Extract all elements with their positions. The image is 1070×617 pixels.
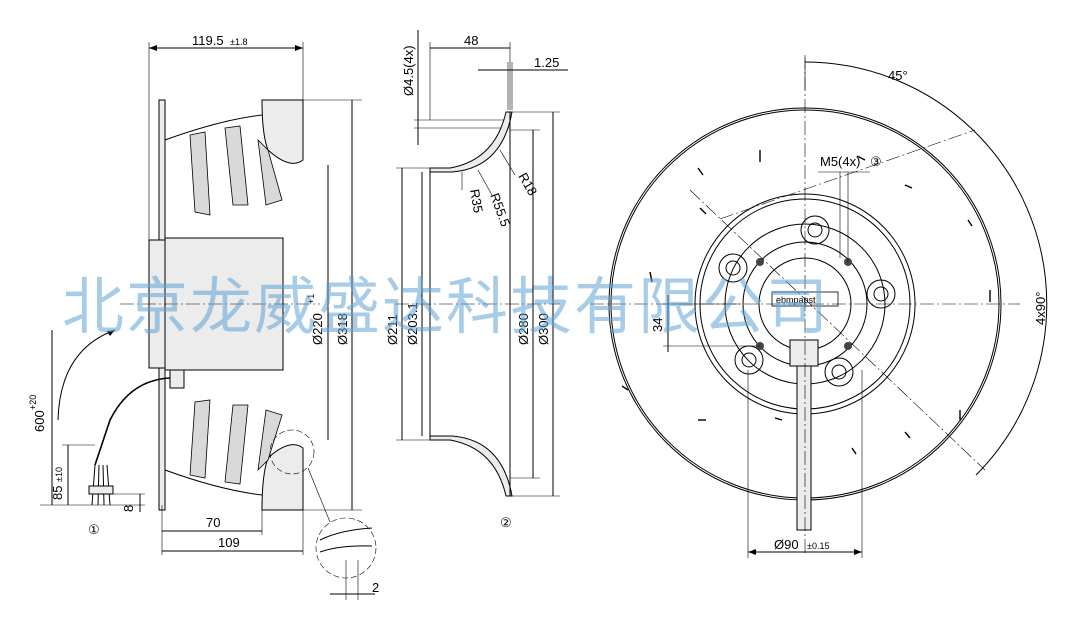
side-view: 119.5 ±1.8 600 +20 — [28, 33, 379, 600]
dim-lead-length-tol: +20 — [28, 395, 38, 410]
dim-d220: Ø220 — [310, 313, 325, 345]
dim-r18: R18 — [515, 170, 540, 198]
brand-label: ebmpapst — [776, 295, 816, 305]
dim-d90: Ø90 — [774, 537, 799, 552]
dim-d211: Ø211 — [385, 314, 400, 345]
watermark-text: 北京龙威盛达科技有限公司 — [62, 270, 830, 343]
dim-w109: 109 — [218, 535, 240, 550]
dim-ring-width: 48 — [464, 33, 478, 48]
callout-1: ① — [88, 522, 100, 537]
dim-d318: Ø318 — [335, 313, 350, 345]
dim-hole: Ø4.5(4x) — [401, 45, 416, 96]
ring-profile-top — [429, 111, 513, 173]
dim-width-total: 119.5 — [192, 33, 224, 48]
dim-lead-length: 600 — [32, 410, 47, 432]
mounting-bosses — [718, 215, 896, 387]
dim-lead-strip-tol: ±10 — [54, 467, 64, 482]
blade-bottom-3 — [257, 409, 283, 472]
dim-gap-2: 2 — [372, 580, 379, 595]
callout-3: ③ — [870, 154, 882, 169]
dim-r35: R35 — [467, 188, 486, 214]
blade-bottom-2 — [224, 404, 249, 485]
front-view: ebmpapst 45° 4x90° M5(4x) ③ 34 Ø90 ±0. — [590, 55, 1048, 558]
dim-offset34: 34 — [650, 318, 665, 332]
dim-w70: 70 — [206, 515, 220, 530]
dim-ring-thickness: 1.25 — [534, 55, 559, 70]
dim-width-total-tol: ±1.8 — [230, 37, 247, 47]
dim-lead-strip: 85 — [50, 486, 65, 500]
ring-profile-bottom — [429, 435, 513, 497]
dim-angle90: 4x90° — [1033, 292, 1048, 325]
dim-r55: R55.5 — [487, 191, 513, 229]
dim-d300: Ø300 — [536, 313, 551, 345]
dim-d220-tol: +1 — [306, 294, 316, 304]
dim-thread: M5(4x) — [820, 154, 860, 169]
blade-top-1 — [189, 131, 211, 216]
blade-top-3 — [257, 138, 283, 206]
dim-angle45: 45° — [888, 68, 908, 83]
dim-d280: Ø280 — [516, 313, 531, 345]
blade-top-2 — [224, 125, 249, 206]
dim-lead-tip: 8 — [121, 505, 136, 512]
cable-exit — [789, 339, 819, 367]
callout-2: ② — [500, 515, 512, 530]
inlet-ring-section: 48 1.25 Ø4.5(4x) R35 R55.5 R18 Ø211 Ø203… — [385, 30, 568, 530]
dim-d90-tol: ±0.15 — [807, 541, 829, 551]
blade-marks — [621, 150, 991, 455]
cable — [94, 377, 171, 466]
blade-bottom-1 — [189, 399, 211, 479]
dim-d203: Ø203.1 — [405, 302, 420, 345]
